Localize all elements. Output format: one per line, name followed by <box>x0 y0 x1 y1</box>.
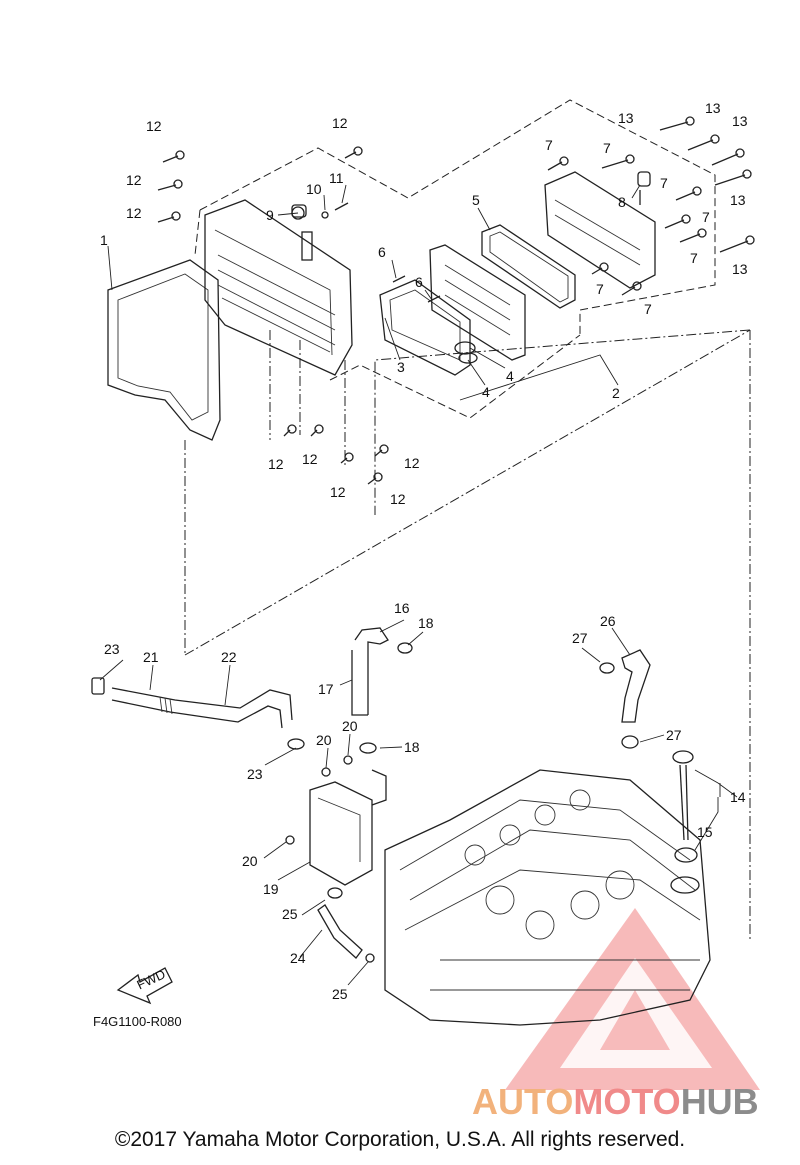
callout-15: 15 <box>697 824 713 840</box>
callout-3: 3 <box>397 359 405 375</box>
callout-12h: 12 <box>404 455 420 471</box>
cover-gasket-part <box>107 259 221 441</box>
callout-18b: 18 <box>404 739 420 755</box>
callout-20a: 20 <box>342 718 358 734</box>
callout-16: 16 <box>394 600 410 616</box>
callout-5: 5 <box>472 192 480 208</box>
callout-2: 2 <box>612 385 620 401</box>
assembly-outline-lines <box>184 99 751 940</box>
callout-20b: 20 <box>316 732 332 748</box>
drawing-code: F4G1100-R080 <box>93 1014 182 1029</box>
callout-6b: 6 <box>415 274 423 290</box>
copyright-notice: ©2017 Yamaha Motor Corporation, U.S.A. A… <box>114 1128 686 1151</box>
callout-1: 1 <box>100 232 108 248</box>
callout-4b: 4 <box>506 368 514 384</box>
bolts-13 <box>659 116 755 253</box>
hose-26-part <box>599 649 651 749</box>
head-cover-part <box>204 199 353 376</box>
callout-25a: 25 <box>282 906 298 922</box>
callout-20c: 20 <box>242 853 258 869</box>
bolts-7 <box>547 154 707 296</box>
hose-21-22-part <box>91 677 305 750</box>
callout-13e: 13 <box>732 261 748 277</box>
callout-7d: 7 <box>702 209 710 225</box>
callout-7e: 7 <box>690 250 698 266</box>
callout-22: 22 <box>221 649 237 665</box>
callout-13b: 13 <box>705 100 721 116</box>
callout-13d: 13 <box>730 192 746 208</box>
callout-12f: 12 <box>302 451 318 467</box>
callout-25b: 25 <box>332 986 348 1002</box>
callout-10: 10 <box>306 181 322 197</box>
callout-18a: 18 <box>418 615 434 631</box>
watermark-auto: AUTOMOTOHUB <box>472 1081 759 1122</box>
callout-numbers: 1 2 3 4 4 5 6 6 7 7 7 7 7 7 7 8 9 10 11 … <box>100 100 748 1002</box>
callout-7f: 7 <box>596 281 604 297</box>
callout-12d: 12 <box>332 115 348 131</box>
callout-24: 24 <box>290 950 306 966</box>
callout-27a: 27 <box>572 630 588 646</box>
watermark-logo <box>505 908 760 1090</box>
callout-11: 11 <box>329 170 344 186</box>
callout-12i: 12 <box>390 491 406 507</box>
fwd-label: FWD <box>134 966 167 992</box>
callout-14: 14 <box>730 789 746 805</box>
callout-12e: 12 <box>268 456 284 472</box>
callout-7g: 7 <box>644 301 652 317</box>
callout-21: 21 <box>143 649 159 665</box>
callout-27b: 27 <box>666 727 682 743</box>
callout-19: 19 <box>263 881 279 897</box>
callout-23a: 23 <box>104 641 120 657</box>
callout-8: 8 <box>618 194 626 210</box>
reed-plate-part <box>379 244 526 376</box>
small-parts <box>291 190 641 303</box>
hose-16-17-part <box>351 627 413 754</box>
callout-12b: 12 <box>126 172 142 188</box>
callout-6a: 6 <box>378 244 386 260</box>
callout-12g: 12 <box>330 484 346 500</box>
callout-13a: 13 <box>618 110 634 126</box>
callout-23b: 23 <box>247 766 263 782</box>
callout-7b: 7 <box>603 140 611 156</box>
watermark-text: AUTOMOTOHUB <box>472 1081 759 1122</box>
oil-separator-part <box>285 755 387 886</box>
callout-13c: 13 <box>732 113 748 129</box>
callout-12c: 12 <box>126 205 142 221</box>
dipstick-part <box>672 750 698 863</box>
callout-12a: 12 <box>146 118 162 134</box>
callout-7a: 7 <box>545 137 553 153</box>
bolts-12 <box>157 146 389 485</box>
callout-17: 17 <box>318 681 334 697</box>
outlet-cover-part <box>544 171 656 289</box>
engine-block-part <box>384 769 711 1026</box>
hose-24-part <box>317 887 375 963</box>
callout-26: 26 <box>600 613 616 629</box>
forward-direction-indicator: FWD <box>116 966 173 1005</box>
callout-4a: 4 <box>482 384 490 400</box>
callout-7c: 7 <box>660 175 668 191</box>
callout-9: 9 <box>266 207 274 223</box>
gasket-5-part <box>481 224 576 309</box>
leader-lines <box>99 184 738 986</box>
